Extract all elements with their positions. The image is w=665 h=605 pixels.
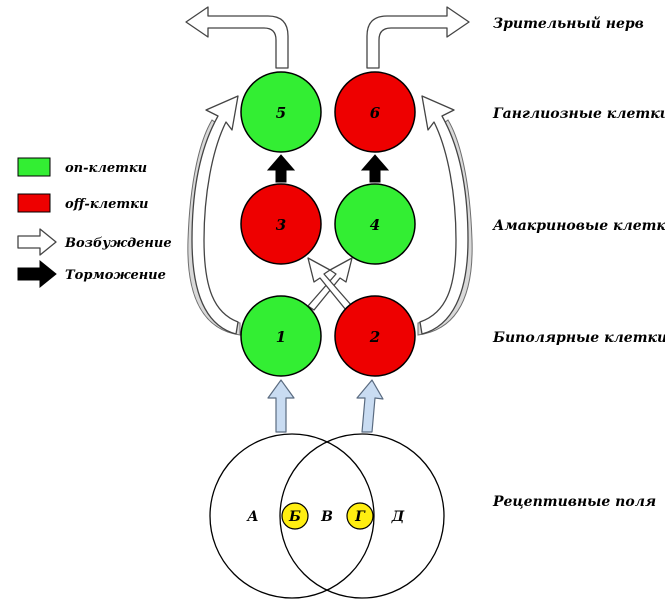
- ganglion-cell-5: 5: [240, 71, 322, 153]
- input-arrow-to-2: [356, 379, 384, 433]
- legend-inhibition-label: Торможение: [65, 268, 166, 283]
- cell-label-2: 2: [369, 328, 380, 346]
- layer-label-amacrine: Амакриновые клетки: [492, 218, 665, 234]
- legend-inhibition-arrow: [17, 259, 57, 289]
- inhibition-arrow-4-to-6: [360, 154, 390, 183]
- cell-label-3: 3: [276, 216, 286, 234]
- inhibition-arrow-3-to-5: [266, 154, 296, 183]
- field-label-g: Г: [354, 509, 366, 525]
- cell-label-1: 1: [276, 328, 286, 346]
- field-label-d: Д: [391, 509, 405, 525]
- cell-label-6: 6: [370, 104, 381, 122]
- yellow-point-b: Б: [281, 502, 309, 530]
- receptive-field-right: [279, 433, 445, 599]
- legend-excitation-arrow: [17, 228, 57, 256]
- legend-excitation-label: Возбуждение: [64, 236, 172, 251]
- legend-off-label: off-клетки: [65, 197, 148, 212]
- legend-on-swatch: [17, 157, 51, 177]
- yellow-point-g: Г: [346, 502, 374, 530]
- cell-label-5: 5: [276, 104, 286, 122]
- legend-off-swatch: [17, 193, 51, 213]
- bipolar-cell-2: 2: [334, 295, 416, 377]
- layer-label-bipolar: Биполярные клетки: [492, 330, 665, 346]
- input-arrow-to-1: [267, 379, 295, 433]
- legend: on-клетки off-клетки Возбуждение Торможе…: [17, 157, 172, 289]
- optic-nerve-arrow-right: [366, 6, 470, 69]
- amacrine-cell-4: 4: [334, 183, 416, 265]
- field-label-a: А: [246, 509, 258, 525]
- cell-label-4: 4: [370, 216, 380, 234]
- bipolar-cell-1: 1: [240, 295, 322, 377]
- field-label-v: В: [320, 509, 333, 525]
- legend-on-label: on-клетки: [65, 161, 147, 176]
- side-arrow-right: [417, 95, 473, 336]
- receptive-field-left: [209, 433, 375, 599]
- layer-label-ganglion: Ганглиозные клетки: [492, 106, 665, 122]
- layer-label-receptive: Рецептивные поля: [492, 494, 656, 510]
- amacrine-cell-3: 3: [240, 183, 322, 265]
- layer-label-optic-nerve: Зрительный нерв: [493, 15, 644, 32]
- side-arrow-left: [187, 95, 241, 336]
- optic-nerve-arrow-left: [185, 6, 289, 69]
- ganglion-cell-6: 6: [334, 71, 416, 153]
- cross-arrow-2-to-3: [307, 257, 353, 311]
- field-label-b: Б: [288, 509, 301, 525]
